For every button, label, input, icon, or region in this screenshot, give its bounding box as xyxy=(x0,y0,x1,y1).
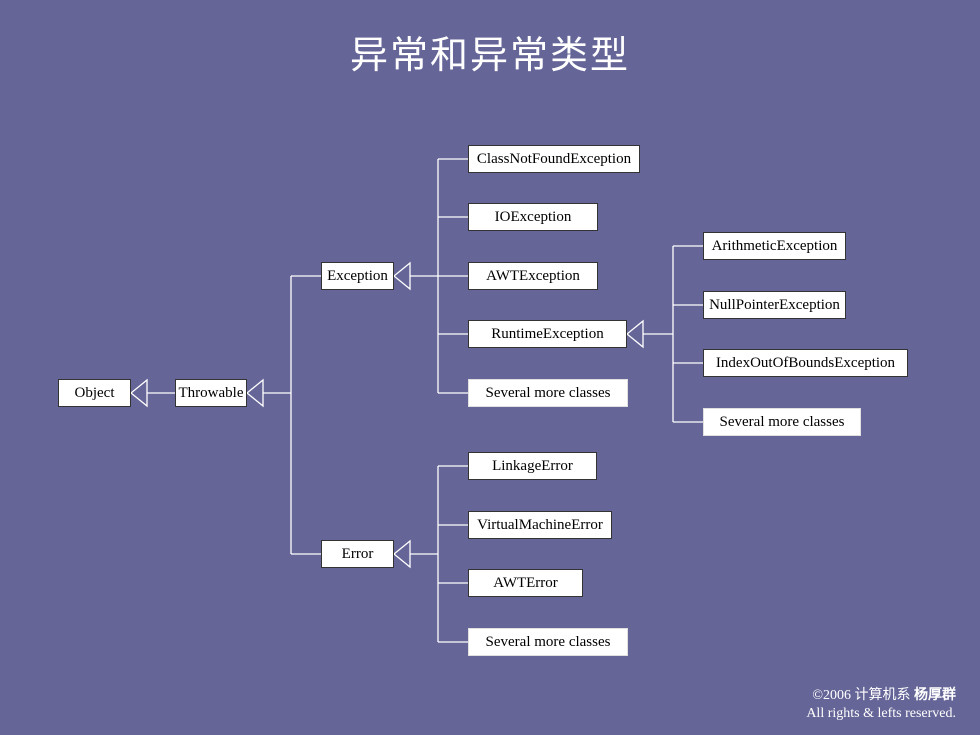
awt-exception-node: AWTException xyxy=(468,262,598,290)
index-out-of-bounds-exception-node: IndexOutOfBoundsException xyxy=(703,349,908,377)
slide-title: 异常和异常类型 xyxy=(349,33,630,77)
footer-rights: All rights & lefts reserved. xyxy=(806,706,956,721)
virtual-machine-error-node: VirtualMachineError xyxy=(468,511,612,539)
awt-error-node: AWTError xyxy=(468,569,583,597)
object-node: Object xyxy=(58,379,131,407)
footer-copyright: ©2006 计算机系 杨厚群 xyxy=(812,684,956,704)
arithmetic-exception-node: ArithmeticException xyxy=(703,232,846,260)
linkage-error-node: LinkageError xyxy=(468,452,597,480)
exception-node: Exception xyxy=(321,262,394,290)
error-node: Error xyxy=(321,540,394,568)
runtime-exception-node: RuntimeException xyxy=(468,320,627,348)
error-more-classes-node: Several more classes xyxy=(468,628,628,656)
exception-more-classes-node: Several more classes xyxy=(468,379,628,407)
copyright-text: ©2006 计算机系 xyxy=(812,688,911,703)
runtime-more-classes-node: Several more classes xyxy=(703,408,861,436)
class-not-found-exception-node: ClassNotFoundException xyxy=(468,145,640,173)
throwable-node: Throwable xyxy=(175,379,247,407)
author-name: 杨厚群 xyxy=(914,687,956,703)
null-pointer-exception-node: NullPointerException xyxy=(703,291,846,319)
io-exception-node: IOException xyxy=(468,203,598,231)
